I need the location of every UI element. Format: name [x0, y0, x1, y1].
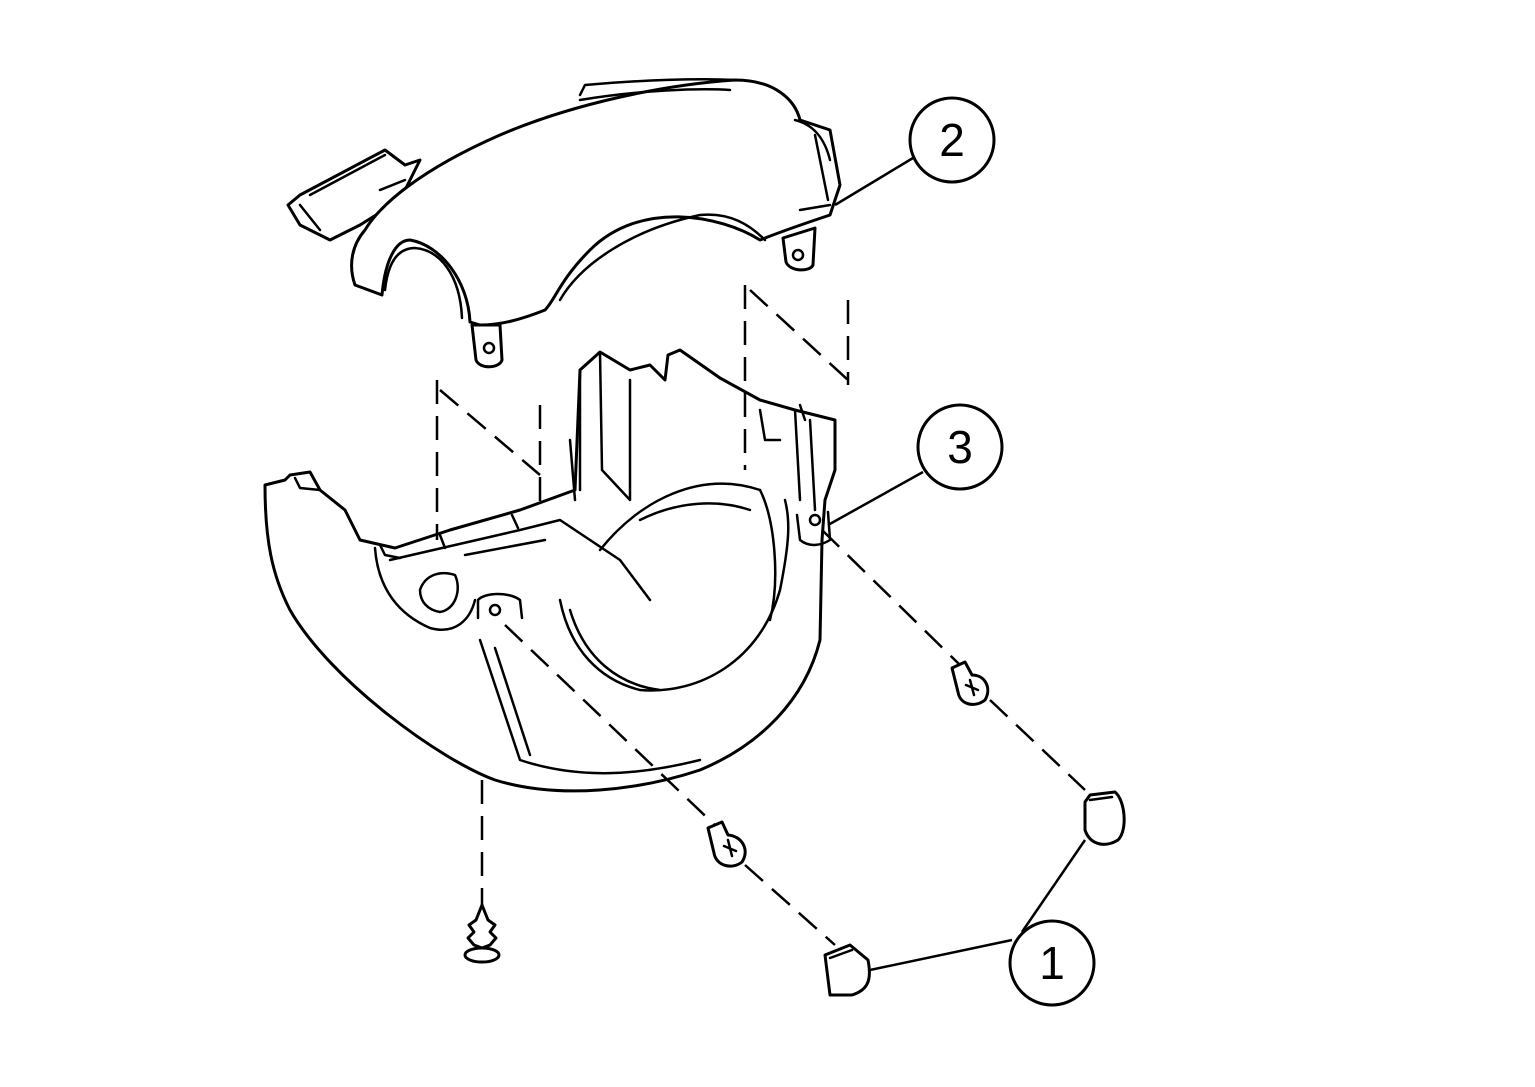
lower-column-cover	[263, 348, 837, 793]
screw-front-center	[706, 820, 747, 868]
callout-3-label: 3	[947, 421, 973, 473]
callout-2-label: 2	[939, 114, 965, 166]
callout-3: 3	[916, 403, 1004, 491]
callout-2: 2	[908, 96, 996, 184]
callout-1: 1	[1008, 919, 1096, 1007]
screw-front-right	[950, 660, 990, 706]
upper-column-cover	[286, 77, 842, 369]
alignment-lines	[435, 285, 1086, 946]
screw-cap-right	[1083, 790, 1126, 846]
callout-1-label: 1	[1039, 937, 1065, 989]
screw-bottom	[463, 903, 501, 964]
leader-lines	[827, 156, 1087, 972]
screw-cap-left	[823, 943, 871, 997]
